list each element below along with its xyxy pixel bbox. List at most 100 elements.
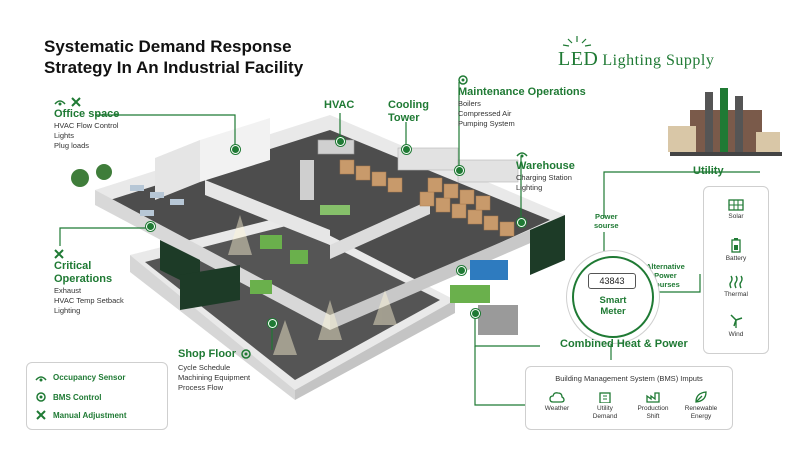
utility-solar: Solar	[704, 199, 768, 220]
leaf-icon	[695, 391, 707, 403]
cloud-icon	[549, 392, 565, 403]
bms-utility-line-1: Utility	[597, 405, 613, 412]
utility-battery: Battery	[704, 237, 768, 262]
brand-logo: LED Lighting Supply	[558, 36, 758, 78]
occupancy-sensor-icon	[35, 375, 47, 381]
alt-power-label: Alternative Power sourses	[646, 262, 685, 289]
cooling-title-2: Tower	[388, 112, 420, 124]
bms-utility-demand: Utility Demand	[582, 391, 628, 420]
smart-meter-line-1: Smart	[599, 295, 627, 306]
bms-control-icon	[36, 392, 46, 402]
chp-marker	[471, 309, 480, 318]
facility-floor-dark	[110, 130, 550, 320]
wind-turbine-icon	[730, 314, 743, 328]
tree-2	[96, 164, 112, 180]
smart-meter-label: Smart Meter	[574, 295, 652, 317]
utility-thermal-label: Thermal	[724, 291, 748, 298]
page-title: Systematic Demand Response Strategy In A…	[44, 36, 303, 78]
maintenance-item-3: Pumping System	[458, 119, 515, 128]
zone-office: Office space HVAC Flow Control Lights Pl…	[54, 96, 119, 151]
bms-production-line-2: Shift	[646, 412, 660, 420]
power-source-line-2: sourse	[594, 221, 619, 230]
bms-renewable-line-1: Renewable	[684, 405, 718, 412]
critical-marker	[146, 222, 155, 231]
utility-wind-label: Wind	[728, 331, 744, 338]
utility-wind: Wind	[704, 313, 768, 338]
occupancy-sensor-icon	[54, 100, 66, 106]
occupancy-sensor-icon	[516, 152, 528, 158]
power-source-line-1: Power	[595, 212, 618, 221]
maintenance-marker	[455, 166, 464, 175]
title-line-1: Systematic Demand Response	[44, 37, 292, 56]
utility-panel: Solar Battery Thermal Wind	[703, 186, 769, 354]
arrow-head-power	[601, 252, 607, 258]
office-title: Office space	[54, 108, 120, 120]
bms-control-icon	[458, 75, 468, 85]
building-icon	[599, 392, 611, 403]
meter-link-marker	[457, 266, 466, 275]
manual-adjustment-icon	[71, 97, 81, 107]
utility-solar-label: Solar	[728, 213, 744, 220]
office-item-1: HVAC Flow Control	[54, 121, 119, 130]
bms-renewable-line-2: Energy	[690, 412, 712, 420]
green-machines	[250, 205, 490, 303]
door-green-shop	[180, 265, 240, 310]
bms-utility-line-2: Demand	[592, 412, 618, 420]
shopfloor-item-2: Machining Equipment	[178, 373, 251, 382]
cooling-tower-units	[397, 147, 519, 183]
hvac-marker	[336, 137, 345, 146]
warehouse-marker	[517, 218, 526, 227]
critical-item-3: Lighting	[54, 306, 81, 315]
zone-maintenance: Maintenance Operations Boilers Compresse…	[458, 74, 586, 129]
warehouse-item-2: Lighting	[516, 183, 543, 192]
manual-adjustment-icon	[36, 410, 46, 420]
utility-thermal: Thermal	[704, 275, 768, 298]
title-line-2: Strategy In An Industrial Facility	[44, 58, 304, 77]
chp-unit	[478, 305, 518, 335]
legend-bms-label: BMS Control	[53, 392, 102, 402]
blue-machine	[470, 260, 508, 280]
legend-occupancy-label: Occupancy Sensor	[53, 373, 126, 382]
smart-meter-line-2: Meter	[600, 306, 626, 317]
shopfloor-item-1: Cycle Schedule	[178, 363, 231, 372]
critical-title-2: Operations	[54, 273, 113, 285]
bms-inputs-panel: Building Management System (BMS) Imputs …	[525, 366, 733, 430]
critical-title-1: Critical	[54, 260, 92, 272]
hvac-duct	[300, 160, 314, 200]
maintenance-item-1: Boilers	[458, 99, 481, 108]
bms-weather: Weather	[534, 391, 580, 413]
maintenance-title: Maintenance Operations	[458, 86, 586, 98]
office-wall-2	[155, 140, 200, 200]
bms-weather-line-1: Weather	[544, 405, 570, 412]
alt-power-line-1: Alternative	[646, 262, 685, 271]
zone-cooling: Cooling Tower	[388, 99, 429, 125]
shopfloor-title: Shop Floor	[178, 347, 237, 360]
bms-title: Building Management System (BMS) Imputs	[555, 374, 703, 383]
cooling-title-1: Cooling	[388, 99, 429, 111]
thermal-icon	[729, 275, 743, 289]
lower-wall-left	[130, 255, 295, 400]
utility-battery-label: Battery	[725, 255, 747, 262]
office-desks	[130, 185, 184, 216]
critical-icons	[54, 248, 124, 260]
smart-meter: 43843 Smart Meter	[572, 256, 654, 338]
wall-front-right	[330, 215, 565, 330]
hvac-title: HVAC	[324, 99, 355, 111]
shopfloor-icons: Shop Floor	[178, 348, 251, 360]
chp-label: Combined Heat & Power	[560, 338, 688, 350]
tree-1	[71, 169, 89, 187]
solar-panel-icon	[728, 199, 744, 211]
shopfloor-marker	[268, 319, 277, 328]
logo-led: LED	[558, 48, 599, 70]
office-icons	[54, 96, 119, 108]
shopfloor-item-3: Process Flow	[178, 383, 224, 392]
office-marker	[231, 145, 240, 154]
bms-renewable-energy: Renewable Energy	[678, 391, 724, 420]
warehouse-title: Warehouse	[516, 160, 575, 172]
power-source-label: Power sourse	[594, 212, 619, 230]
office-item-3: Plug loads	[54, 141, 90, 150]
door-green-warehouse	[530, 215, 565, 275]
logo-wordmark: LED Lighting Supply	[558, 48, 714, 71]
